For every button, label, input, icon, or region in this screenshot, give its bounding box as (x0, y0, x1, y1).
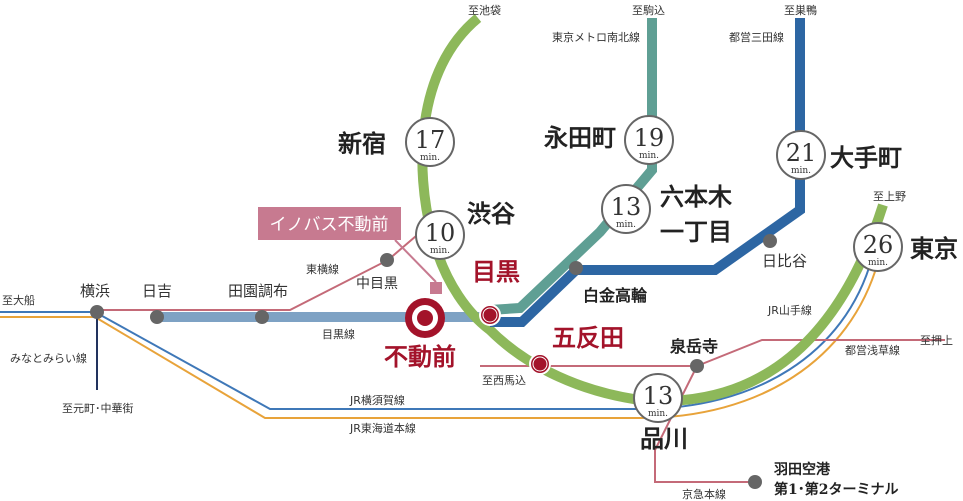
station-label-yokohama: 横浜 (80, 282, 110, 300)
station-label-haneda-2: 第1･第2ターミナル (774, 481, 898, 498)
svg-text:min.: min. (639, 151, 659, 161)
station-dot-hiyoshi (150, 310, 164, 324)
station-dot-sengakuji (690, 359, 704, 373)
station-label-sengakuji: 泉岳寺 (670, 337, 718, 356)
minutes-bubble-otemachi: 21 min. (776, 130, 826, 180)
station-dot-hibiya (763, 234, 777, 248)
station-dot-nakameguro (380, 253, 394, 267)
station-dot-fudomae-inner (417, 310, 433, 326)
svg-text:26: 26 (863, 231, 894, 259)
svg-text:min.: min. (791, 166, 811, 176)
station-label-roppongi-1: 六本木 (660, 182, 733, 211)
line-label-meguro: 目黒線 (322, 327, 355, 341)
line-label-keikyu: 京急本線 (682, 487, 726, 501)
svg-text:min.: min. (430, 246, 450, 256)
station-label-gotanda: 五反田 (552, 323, 624, 352)
station-dot-gotanda-ring (532, 356, 548, 372)
line-toyoko (97, 229, 424, 311)
line-label-mita: 都営三田線 (729, 30, 784, 44)
station-label-shinjuku: 新宿 (338, 129, 386, 158)
station-label-shirokanetakanawa: 白金高輪 (583, 286, 648, 305)
svg-text:10: 10 (425, 219, 456, 247)
svg-text:19: 19 (634, 124, 665, 152)
minutes-bubble-shinagawa: 13 min. (633, 373, 683, 423)
line-label-minatomirai: みなとみらい線 (10, 351, 87, 365)
svg-text:min.: min. (420, 153, 440, 163)
svg-text:min.: min. (616, 220, 636, 230)
station-label-haneda-1: 羽田空港 (774, 461, 831, 478)
station-label-tokyo: 東京 (910, 234, 958, 263)
callout-box (258, 207, 401, 240)
station-dot-yokohama (90, 305, 104, 319)
dest-label-komagome: 至駒込 (632, 4, 665, 17)
station-dot-denenchofu (255, 310, 269, 324)
station-label-shibuya: 渋谷 (467, 199, 516, 228)
line-label-toyoko: 東横線 (306, 262, 339, 276)
property-marker (430, 282, 442, 294)
svg-text:min.: min. (868, 258, 888, 268)
minutes-bubble-shibuya: 10 min. (415, 210, 465, 260)
dest-label-sugamo: 至巣鴨 (784, 3, 817, 17)
line-label-tokaido: JR東海道本線 (349, 421, 416, 435)
line-label-namboku: 東京メトロ南北線 (552, 30, 640, 44)
dest-label-ofuna: 至大船 (2, 293, 35, 307)
station-label-hiyoshi: 日吉 (142, 282, 172, 300)
line-label-asakusa: 都営浅草線 (845, 343, 900, 357)
station-label-otemachi: 大手町 (830, 143, 902, 172)
svg-text:min.: min. (648, 409, 668, 419)
svg-text:17: 17 (415, 126, 446, 154)
callout-pointer (394, 239, 437, 283)
station-label-nagatacho: 永田町 (544, 123, 616, 152)
station-label-shinagawa: 品川 (640, 424, 688, 453)
station-dot-meguro-ring (482, 307, 498, 323)
dest-label-oshiage: 至押上 (920, 333, 953, 347)
station-label-nakameguro: 中目黒 (356, 276, 398, 292)
dest-label-ikebukuro: 至池袋 (468, 3, 501, 17)
svg-text:13: 13 (643, 382, 674, 410)
dest-label-motomachi: 至元町･中華街 (62, 401, 134, 415)
minutes-bubble-roppongi: 13 min. (601, 184, 651, 234)
dest-label-ueno: 至上野 (873, 190, 906, 203)
minutes-bubble-nagatacho: 19 min. (624, 115, 674, 165)
callout-label: イノバス不動前 (270, 215, 389, 235)
line-mita (490, 18, 805, 327)
station-dot-shirokanetakanawa (569, 261, 583, 275)
station-label-denenchofu: 田園調布 (228, 282, 288, 300)
line-tokaido (0, 261, 879, 419)
station-label-roppongi-2: 一丁目 (660, 217, 732, 246)
minutes-bubble-shinjuku: 17 min. (405, 117, 455, 167)
svg-text:13: 13 (611, 193, 642, 221)
svg-text:21: 21 (786, 139, 817, 167)
dest-label-nishimagome: 至西馬込 (482, 374, 526, 387)
station-dot-haneda (748, 475, 762, 489)
station-label-fudomae: 不動前 (384, 342, 456, 371)
station-label-hibiya: 日比谷 (762, 252, 807, 270)
minutes-bubble-tokyo: 26 min. (853, 222, 903, 272)
station-label-meguro: 目黒 (472, 257, 520, 286)
line-label-yamanote: JR山手線 (767, 303, 812, 317)
line-label-yokosuka: JR横須賀線 (349, 393, 405, 407)
